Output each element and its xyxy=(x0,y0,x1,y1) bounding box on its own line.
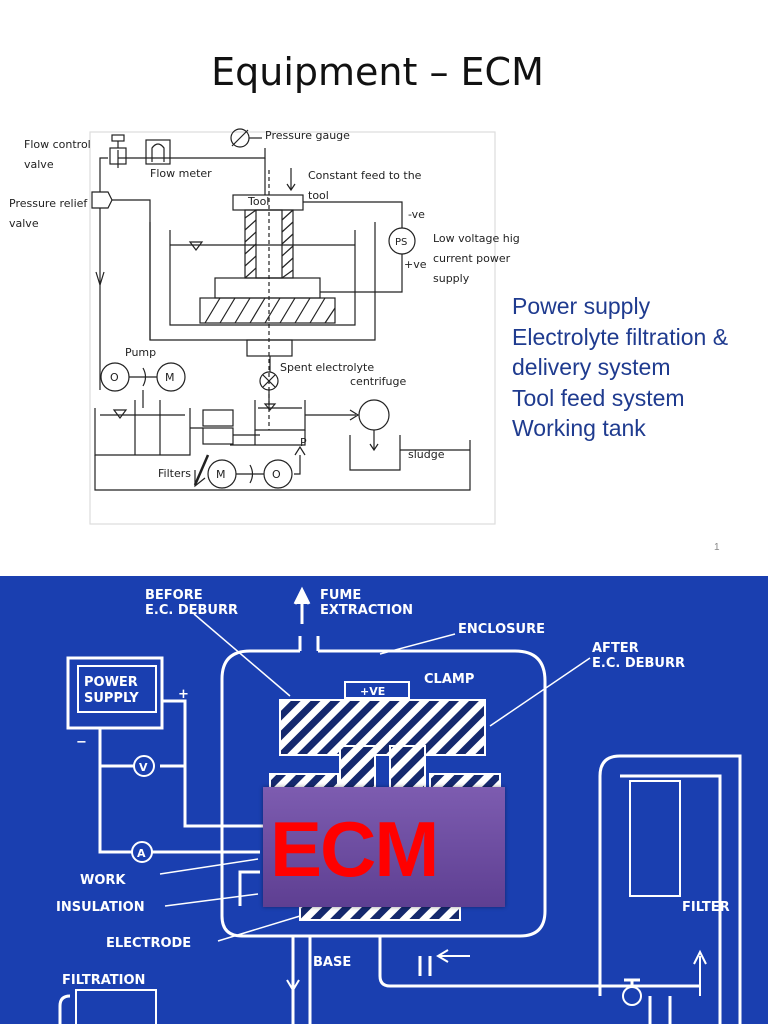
ec-deburr-diagram: BEFORE E.C. DEBURR FUME EXTRACTION ENCLO… xyxy=(56,586,742,1024)
label-fume-2: EXTRACTION xyxy=(320,603,413,618)
label-ve: +VE xyxy=(360,685,385,698)
label-filtration: FILTRATION xyxy=(62,973,145,988)
label-minus: − xyxy=(76,735,87,750)
label-clamp: CLAMP xyxy=(424,672,474,687)
label-constant-feed-2: tool xyxy=(308,189,329,202)
label-a: A xyxy=(137,847,146,860)
slide-equipment: Equipment – ECM xyxy=(9,50,768,553)
label-sludge: sludge xyxy=(408,448,445,461)
label-fume-1: FUME xyxy=(320,588,361,603)
bullet-item: Power supply xyxy=(512,293,651,319)
bullet-item: Electrolyte filtration & xyxy=(512,323,729,350)
label-before-2: E.C. DEBURR xyxy=(145,603,238,618)
label-o1: O xyxy=(110,371,119,384)
label-constant-feed-1: Constant feed to the xyxy=(308,169,422,182)
label-low-voltage-1: Low voltage high xyxy=(433,232,520,245)
label-base: BASE xyxy=(313,955,351,970)
label-o2: O xyxy=(272,468,281,481)
label-spent-1: Spent electrolyte xyxy=(280,361,374,374)
label-p: P xyxy=(300,436,307,449)
label-enclosure: ENCLOSURE xyxy=(458,622,545,637)
label-pressure-relief-1: Pressure relief xyxy=(9,197,88,210)
label-m1: M xyxy=(165,371,175,384)
ecm-schematic-diagram: Flow control valve Flow meter Pressure g… xyxy=(9,128,520,525)
label-flow-control-2: valve xyxy=(24,158,54,171)
label-low-voltage-3: supply xyxy=(433,272,470,285)
label-before-1: BEFORE xyxy=(145,588,203,603)
label-pos: +ve xyxy=(404,258,427,271)
bullet-item: Working tank xyxy=(512,415,646,441)
label-ps: PS xyxy=(395,237,407,248)
label-filters: Filters xyxy=(158,467,191,480)
label-flow-control-1: Flow control xyxy=(24,138,91,151)
label-low-voltage-2: current power xyxy=(433,252,511,265)
slide-title: Equipment – ECM xyxy=(211,50,544,94)
label-flow-meter: Flow meter xyxy=(150,167,212,180)
slide-ecm-deburr: BEFORE E.C. DEBURR FUME EXTRACTION ENCLO… xyxy=(0,576,768,1024)
label-pressure-relief-2: valve xyxy=(9,217,39,230)
label-plus: + xyxy=(178,687,189,702)
page-number: 1 xyxy=(714,542,720,553)
label-insulation: INSULATION xyxy=(56,900,145,915)
label-m2: M xyxy=(216,468,226,481)
label-after-1: AFTER xyxy=(592,641,639,656)
bullet-item: delivery system xyxy=(512,354,671,380)
ecm-overlay-box xyxy=(263,787,505,907)
label-v: V xyxy=(139,761,148,774)
label-pressure-gauge: Pressure gauge xyxy=(265,129,350,142)
label-tool: Tool xyxy=(247,195,269,208)
bullet-list: Power supply Electrolyte filtration & de… xyxy=(512,291,768,444)
ecm-overlay-text: ECM xyxy=(270,805,439,893)
label-spent-2: centrifuge xyxy=(350,375,407,388)
label-power-1: POWER xyxy=(84,675,138,690)
label-pump: Pump xyxy=(125,346,156,359)
label-neg: -ve xyxy=(408,208,425,221)
label-power-2: SUPPLY xyxy=(84,691,139,706)
label-work: WORK xyxy=(80,873,126,888)
label-after-2: E.C. DEBURR xyxy=(592,656,685,671)
bullet-item: Tool feed system xyxy=(512,384,685,411)
label-filter: FILTER xyxy=(682,900,730,915)
label-electrode: ELECTRODE xyxy=(106,936,191,951)
